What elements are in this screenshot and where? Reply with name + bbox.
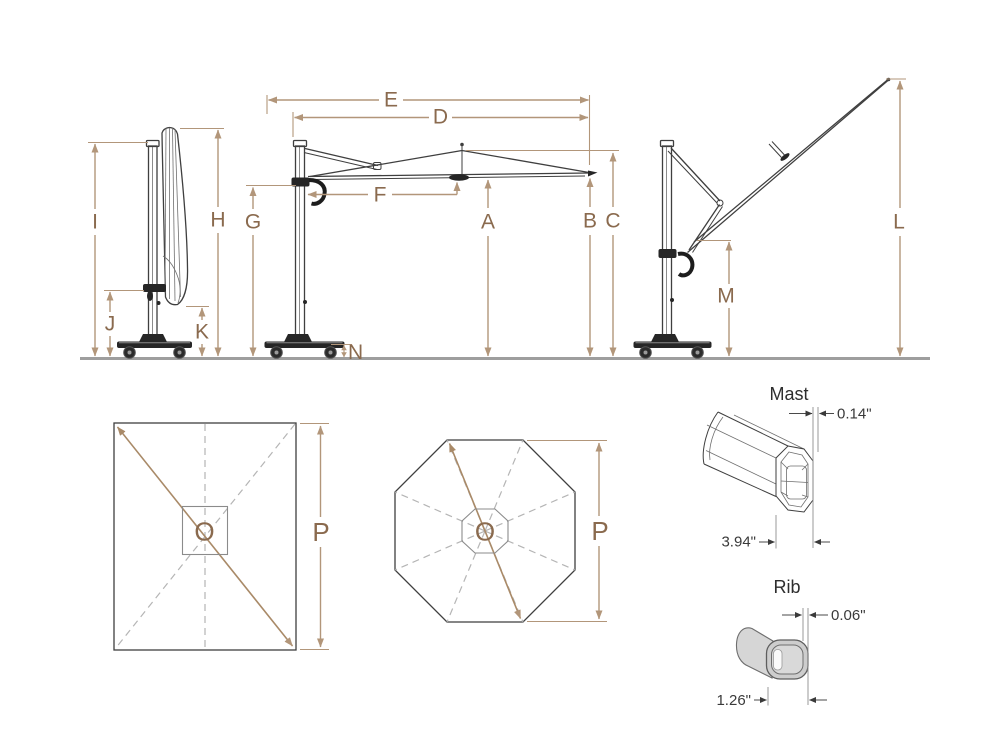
dimension-E: E [266,89,591,165]
rect-canopy-view: O [113,422,297,651]
diagonal-dimension-O [116,426,294,647]
label-P: P [591,516,608,546]
dimension-H: H [180,127,226,357]
octagon-canopy-view: O [394,439,576,623]
mast [661,145,673,344]
canopy-flap [162,255,181,304]
label-L: L [893,211,905,234]
label-K: K [195,321,209,344]
canopy-hub [449,174,469,181]
canopy-underside [307,172,590,178]
mast-cap [292,139,308,148]
diagonal-dimension-O [448,443,522,619]
tilted-canopy-upper [693,79,889,243]
dimension-L: L [886,78,906,357]
label-I: I [92,211,98,234]
dimension-G: G [245,184,296,357]
mast-collar [658,249,677,258]
label-O: O [194,517,214,547]
rib-tube-body [735,627,774,679]
rib-detail-title: Rib [773,577,800,597]
mast-collar [291,177,310,187]
mast-detail-title: Mast [769,384,808,404]
caster-wheel [123,346,136,359]
label-O: O [475,517,495,547]
dimension-K: K [186,305,209,357]
mast-cap [145,139,160,148]
center-vent [181,505,229,556]
rib-width-value: 1.26" [716,692,751,709]
label-J: J [105,313,116,336]
label-H: H [210,209,225,232]
caster-wheel [270,346,283,359]
mast-thickness-value: 0.14" [837,406,872,423]
support-arm [304,147,379,167]
dimension-A: A [481,179,495,357]
label-C: C [605,210,620,233]
dimension-P-rect: P [300,422,330,651]
dimension-D: D [292,106,589,137]
label-E: E [384,89,398,112]
base-pedestal [651,334,679,342]
dimension-I: I [88,141,148,357]
mast-knob [303,300,307,304]
dimension-F: F [307,182,461,207]
lower-arm [688,204,721,251]
canopy-hub [780,153,790,161]
dimension-C: C [466,149,621,357]
hub-handle [147,291,153,301]
mast-profile-outer [775,445,814,513]
tilt-hub [143,284,166,292]
caster-wheel [639,346,652,359]
crank-handle [677,251,695,278]
canopy-left-slope [309,149,463,178]
canopy-tip [588,170,598,177]
dimension-J: J [104,289,144,357]
dimension-M: M [697,239,735,357]
caster-wheel [324,346,337,359]
caster-wheel [691,346,704,359]
label-B: B [583,210,597,233]
label-F: F [374,184,387,207]
arm-elbow [716,199,724,207]
mast-knob [156,301,161,305]
tilted-umbrella-view [633,77,891,359]
canopy-right-slope [461,149,590,174]
base-pedestal [284,334,312,342]
folded-canopy [161,126,189,306]
mast-cap [659,139,675,148]
label-P: P [312,517,329,547]
mast [294,145,306,344]
label-D: D [433,106,448,129]
center-vent [461,508,509,554]
rib-detail: Rib 0.06" 1.26" [716,577,865,709]
dimension-B: B [583,178,597,357]
tilted-canopy-lower [687,79,889,253]
support-arm [670,147,721,202]
folded-umbrella-view [117,126,192,359]
crank-handle [308,178,327,206]
mast-width-value: 3.94" [721,534,756,551]
label-G: G [245,211,261,234]
rib-thickness-value: 0.06" [831,607,866,624]
open-umbrella-view [264,139,598,359]
label-N: N [348,341,363,364]
label-M: M [717,285,735,308]
mast-profile-inner [780,451,809,508]
mast-detail: Mast 0.14" 3.94" [702,384,872,551]
canopy-outline [113,422,297,651]
dimension-P-octagon: P [527,439,609,623]
rib-inner-slot [773,649,783,671]
label-A: A [481,211,495,234]
mast-knob [670,298,674,302]
caster-wheel [173,346,186,359]
base-pedestal [139,334,167,342]
dimension-N: N [331,341,363,364]
